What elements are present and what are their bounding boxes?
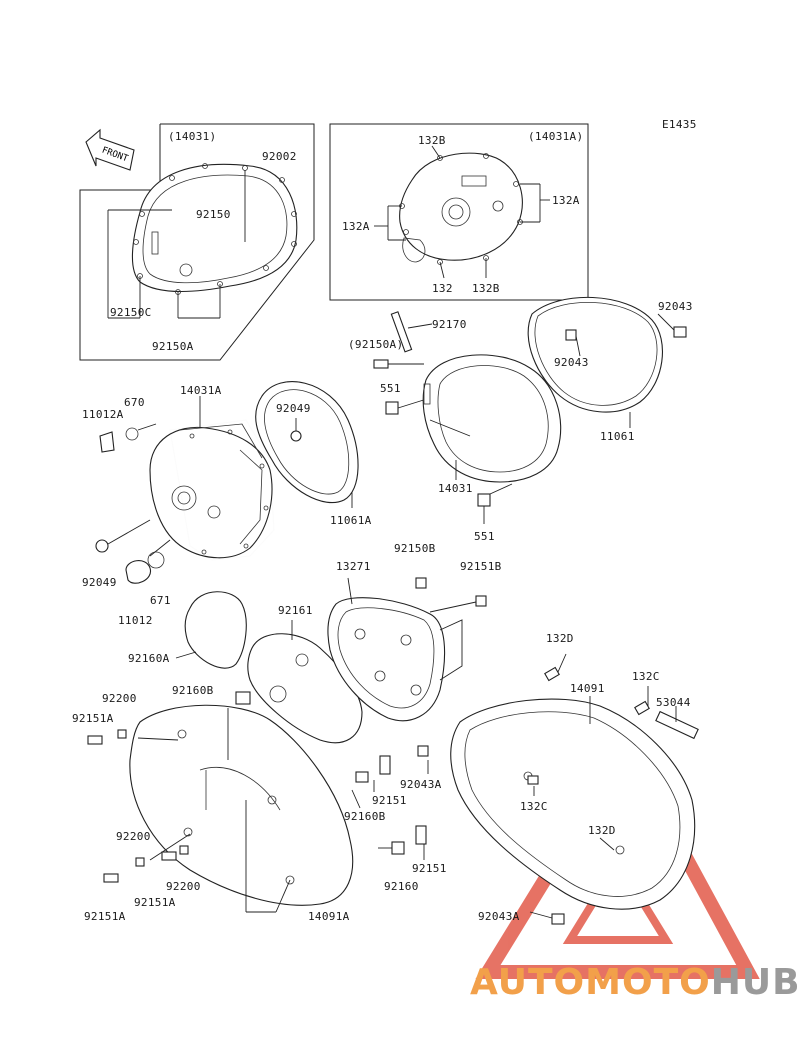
label-92170: 92170 [432, 318, 467, 331]
label-132d-top: 132D [546, 632, 574, 645]
label-92049-top: 92049 [276, 402, 311, 415]
label-92151b: 92151B [460, 560, 502, 573]
label-92151-bottom: 92151 [412, 862, 447, 875]
label-92002: 92002 [262, 150, 297, 163]
pad-92160a [175, 591, 247, 669]
front-arrow-icon: FRONT [85, 128, 135, 171]
watermark-part1: AUTOMOTO [470, 962, 711, 1003]
label-box1-ref: (14031) [168, 130, 216, 143]
label-132c-right: 132C [632, 670, 660, 683]
cover-14031 [422, 354, 562, 524]
label-92200-bottom: 92200 [166, 880, 201, 893]
diagram-code: E1435 [662, 118, 697, 131]
label-92160b-top: 92160B [172, 684, 214, 697]
standoffs [351, 755, 427, 860]
label-92160a: 92160A [128, 652, 170, 665]
watermark-part2: HUB [710, 962, 800, 1003]
label-132: 132 [432, 282, 453, 295]
label-671: 671 [150, 594, 171, 607]
label-92150a-box1: 92150A [152, 340, 194, 353]
label-11012: 11012 [118, 614, 153, 627]
inset-box-14031 [79, 123, 315, 361]
label-53044: 53044 [656, 696, 691, 709]
cover-14091 [417, 653, 699, 925]
label-551-top: 551 [380, 382, 401, 395]
label-132d-mid: 132D [588, 824, 616, 837]
label-132b-bottom: 132B [472, 282, 500, 295]
label-14031a: 14031A [180, 384, 222, 397]
label-92200-top: 92200 [102, 692, 137, 705]
label-92150: 92150 [196, 208, 231, 221]
label-92200-left: 92200 [116, 830, 151, 843]
label-92151a-bottom-mid: 92151A [134, 896, 176, 909]
label-92160b-mid: 92160B [344, 810, 386, 823]
label-132a-right: 132A [552, 194, 580, 207]
label-92150a-paren: (92150A) [348, 338, 403, 351]
label-11061a: 11061A [330, 514, 372, 527]
plate-13271 [327, 577, 487, 722]
inset-box-14031a [329, 123, 589, 301]
label-92043a-mid: 92043A [400, 778, 442, 791]
cover-14091a [87, 691, 354, 913]
label-132c-mid: 132C [520, 800, 548, 813]
label-92049-left: 92049 [82, 576, 117, 589]
label-132a-left: 132A [342, 220, 370, 233]
label-92043a-bottom: 92043A [478, 910, 520, 923]
label-11061: 11061 [600, 430, 635, 443]
label-92043-mid: 92043 [554, 356, 589, 369]
cover-14031a [95, 396, 273, 584]
label-92160: 92160 [384, 880, 419, 893]
label-13271: 13271 [336, 560, 371, 573]
label-box2-ref: (14031A) [528, 130, 583, 143]
label-11012a: 11012A [82, 408, 124, 421]
label-14091: 14091 [570, 682, 605, 695]
watermark-text: AUTOMOTOHUB [470, 962, 800, 1003]
label-92043-top: 92043 [658, 300, 693, 313]
label-92151a-bottom-left: 92151A [84, 910, 126, 923]
label-14091a: 14091A [308, 910, 350, 923]
label-551-bottom: 551 [474, 530, 495, 543]
label-92161: 92161 [278, 604, 313, 617]
gasket-11061a [255, 381, 359, 508]
label-92150b: 92150B [394, 542, 436, 555]
gasket-11061 [527, 296, 687, 428]
label-92151a-top: 92151A [72, 712, 114, 725]
label-670: 670 [124, 396, 145, 409]
label-92150c: 92150C [110, 306, 152, 319]
label-132b-top: 132B [418, 134, 446, 147]
label-14031: 14031 [438, 482, 473, 495]
pad-92161 [247, 620, 363, 744]
label-92151-mid: 92151 [372, 794, 407, 807]
